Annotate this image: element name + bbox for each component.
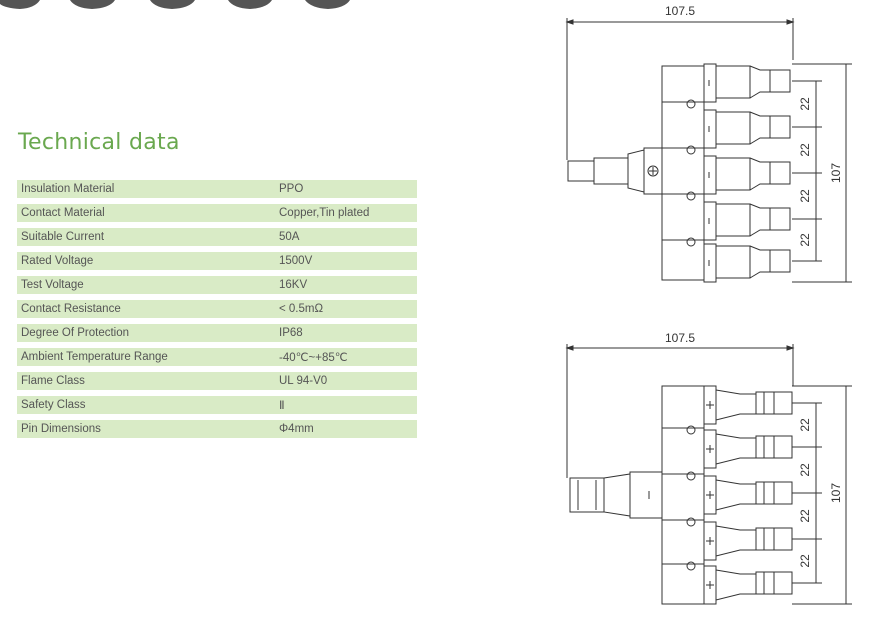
output-connector — [703, 63, 791, 103]
technical-data-title: Technical data — [18, 130, 180, 155]
spec-value: IP68 — [279, 327, 303, 339]
spec-value: < 0.5mΩ — [279, 303, 324, 315]
spec-row: Suitable Current 50A — [17, 228, 417, 246]
output-connector — [703, 521, 793, 561]
spec-value: 16KV — [279, 279, 308, 291]
pitch-dimension-label: 22 — [798, 554, 812, 568]
spec-row: Contact Resistance < 0.5mΩ — [17, 300, 417, 318]
spec-label: Rated Voltage — [21, 255, 94, 267]
spec-row: Rated Voltage 1500V — [17, 252, 417, 270]
spec-label: Ambient Temperature Range — [21, 351, 168, 363]
spec-row: Test Voltage 16KV — [17, 276, 417, 294]
height-dimension-label: 107 — [829, 483, 843, 503]
pitch-dimension-label: 22 — [798, 233, 812, 247]
spec-value: Copper,Tin plated — [279, 207, 370, 219]
spec-label: Test Voltage — [21, 279, 84, 291]
spec-value: Ⅱ — [279, 400, 285, 412]
plus-icon — [647, 165, 659, 177]
spec-row: Safety Class Ⅱ — [17, 396, 417, 414]
output-connector — [703, 201, 791, 241]
pitch-dimension-label: 22 — [798, 418, 812, 432]
spec-label: Contact Resistance — [21, 303, 121, 315]
spec-row: Flame Class UL 94-V0 — [17, 372, 417, 390]
pitch-dimension-label: 22 — [798, 143, 812, 157]
output-connector — [703, 429, 793, 469]
output-connector — [703, 109, 791, 149]
spec-label: Flame Class — [21, 375, 85, 387]
spec-label: Pin Dimensions — [21, 423, 101, 435]
output-connector — [703, 565, 793, 605]
spec-label: Safety Class — [21, 399, 86, 411]
output-connector — [703, 475, 793, 515]
width-dimension-label: 107.5 — [665, 4, 695, 18]
output-connector — [703, 155, 791, 195]
connector-diagram-bottom: 107.5 22 22 22 22 1 — [560, 328, 860, 626]
spec-value: Φ4mm — [279, 423, 314, 435]
spec-value: UL 94-V0 — [279, 375, 328, 387]
spec-row: Pin Dimensions Φ4mm — [17, 420, 417, 438]
spec-label: Contact Material — [21, 207, 105, 219]
width-dimension-label: 107.5 — [665, 331, 695, 345]
spec-value: 1500V — [279, 255, 313, 267]
spec-value: PPO — [279, 183, 304, 195]
height-dimension-label: 107 — [829, 163, 843, 183]
output-connector — [703, 385, 793, 425]
pitch-dimension-label: 22 — [798, 509, 812, 523]
output-connector — [703, 243, 791, 283]
spec-label: Suitable Current — [21, 231, 105, 243]
pitch-dimension-label: 22 — [798, 189, 812, 203]
spec-row: Insulation Material PPO — [17, 180, 417, 198]
spec-label: Degree Of Protection — [21, 327, 130, 339]
connector-diagram-top: 107.5 22 22 22 22 — [560, 0, 860, 300]
spec-row: Ambient Temperature Range -40℃~+85℃ — [17, 348, 417, 366]
spec-row: Contact Material Copper,Tin plated — [17, 204, 417, 222]
pitch-dimension-label: 22 — [798, 463, 812, 477]
spec-row: Degree Of Protection IP68 — [17, 324, 417, 342]
pitch-dimension-label: 22 — [798, 97, 812, 111]
spec-value: 50A — [279, 231, 300, 243]
product-photo-strip — [0, 0, 350, 9]
spec-value: -40℃~+85℃ — [279, 352, 348, 364]
spec-label: Insulation Material — [21, 183, 115, 195]
